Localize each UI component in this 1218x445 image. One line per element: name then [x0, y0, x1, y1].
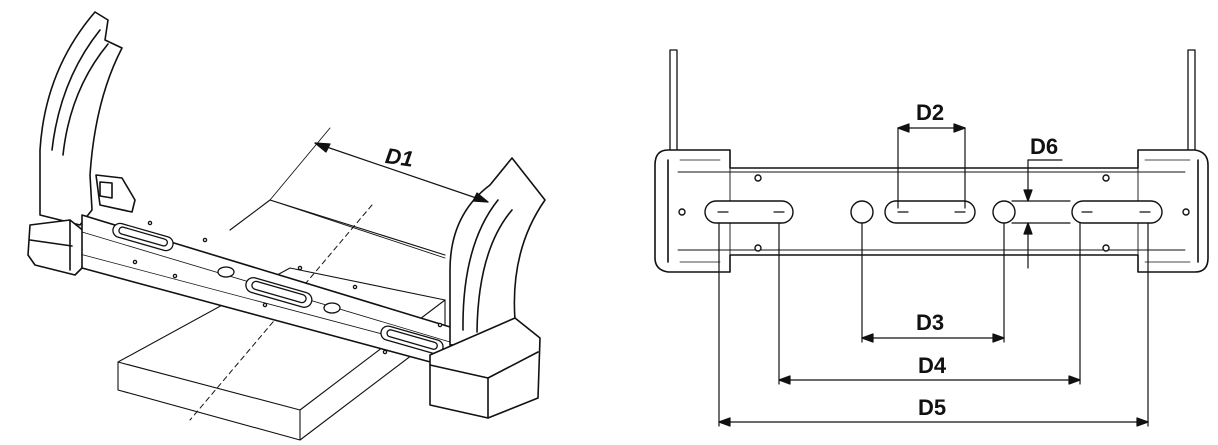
d2-dimension — [897, 123, 966, 209]
center-line — [189, 204, 373, 421]
label-d4: D4 — [918, 353, 947, 378]
right-foot — [429, 317, 541, 419]
label-d2: D2 — [916, 100, 944, 125]
label-d6: D6 — [1030, 134, 1058, 159]
front-arms — [669, 49, 1196, 166]
isometric-view — [27, 11, 546, 441]
right-arm — [449, 157, 546, 346]
d4-dimension — [778, 222, 1081, 385]
d3-dimension — [861, 222, 1005, 343]
left-foot — [27, 219, 86, 276]
front-view — [654, 49, 1209, 427]
d5-dimension — [718, 222, 1149, 427]
label-d3: D3 — [916, 310, 944, 335]
label-d1: D1 — [384, 143, 415, 172]
d6-dimension — [1011, 159, 1071, 269]
plate-slots — [112, 220, 444, 355]
label-d5: D5 — [918, 395, 946, 420]
front-slots — [678, 174, 1190, 252]
d1-dimension — [314, 142, 489, 203]
left-arm — [39, 11, 136, 226]
